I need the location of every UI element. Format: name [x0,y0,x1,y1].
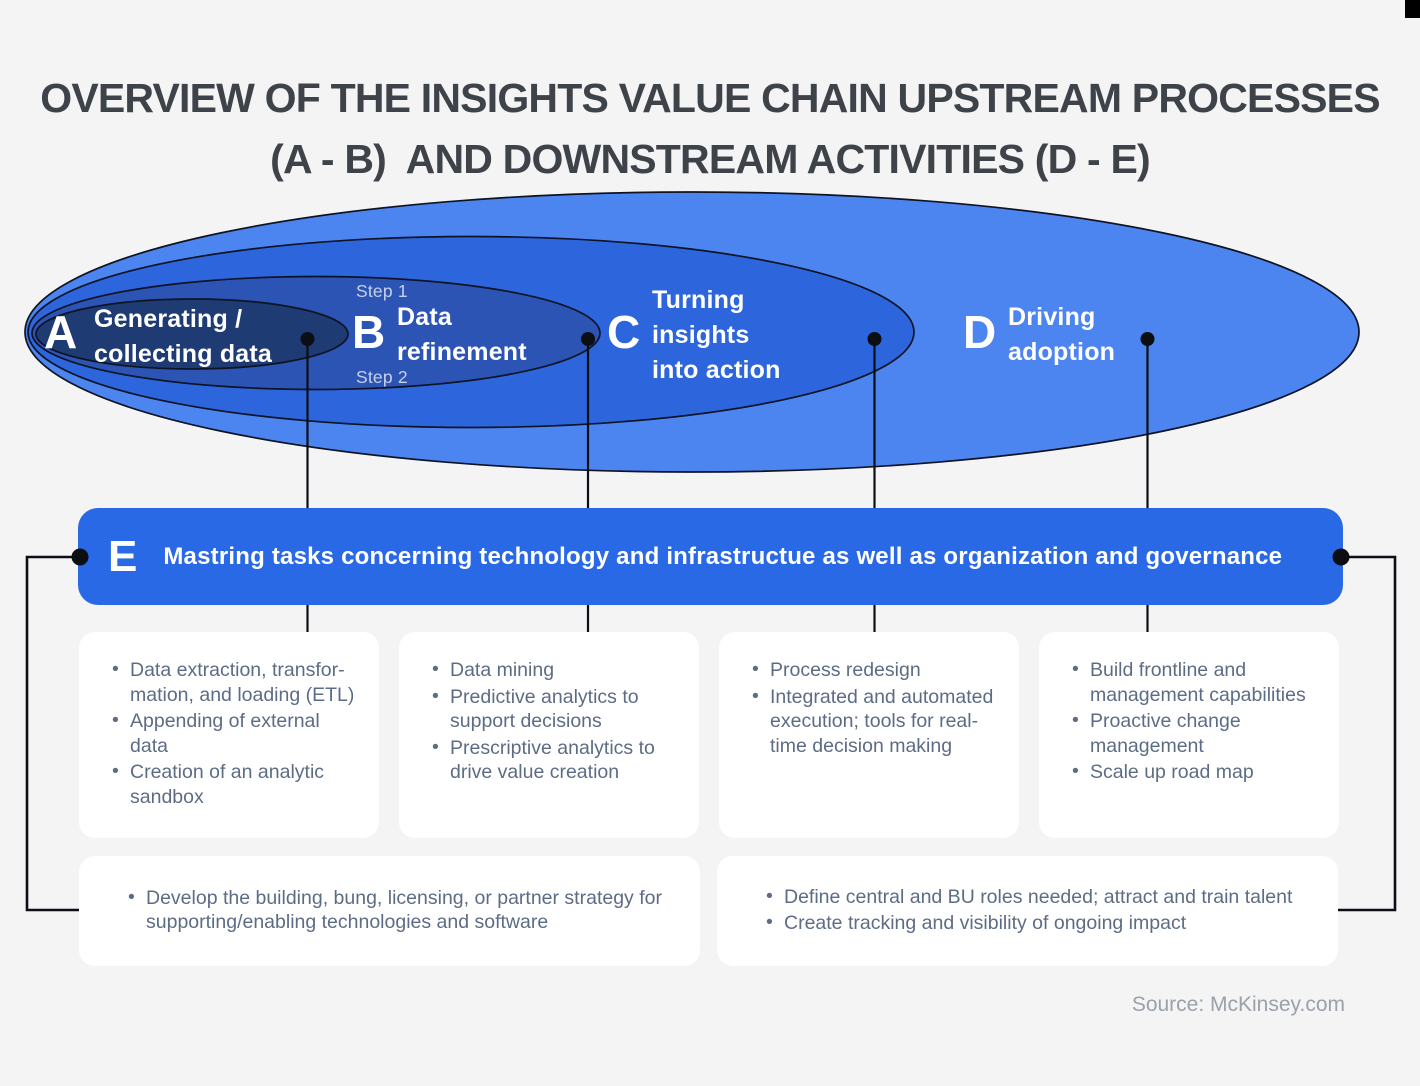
ring-letter-c: C [607,306,641,358]
ring-letter-a: A [44,306,78,358]
bullet-list: Build frontline and management capabilit… [1069,657,1321,785]
ring-letter-b: B [352,306,386,358]
bullet-item: Data extraction, transfor-mation, and lo… [109,657,361,707]
step-2-label: Step 2 [356,367,408,387]
bullet-list: Define central and BU roles needed; attr… [763,884,1292,938]
bullet-list: Data extraction, transfor-mation, and lo… [109,657,361,809]
ring-label-a: Generating / collecting data [94,305,273,368]
bullet-list: Develop the building, bung, licensing, o… [125,885,670,937]
ring-letter-d: D [963,306,997,358]
bullet-list: Process redesign Integrated and automate… [749,657,1001,759]
card-driving-adoption: Build frontline and management capabilit… [1039,632,1339,838]
bullet-item: Proactive change management [1069,708,1321,758]
card-generating-collecting: Data extraction, transfor-mation, and lo… [79,632,379,838]
bullet-list: Data mining Predictive analytics to supp… [429,657,681,785]
card-organization-governance: Define central and BU roles needed; attr… [717,856,1338,966]
ellipse-ring-a [35,298,349,370]
bullet-item: Predictive analytics to support decision… [429,684,681,734]
bullet-item: Develop the building, bung, licensing, o… [125,885,670,935]
bullet-item: Appending of external data [109,708,361,758]
bullet-item: Define central and BU roles needed; attr… [763,884,1292,910]
bullet-item: Creation of an analytic sandbox [109,759,361,809]
source-credit: Source: McKinsey.com [1131,993,1345,1016]
corner-artifact-mark [1405,0,1420,18]
bullet-item: Process redesign [749,657,1001,683]
bullet-item: Prescriptive analytics to drive value cr… [429,735,681,785]
connector-dot-d [1140,332,1155,346]
page-title: OVERVIEW OF THE INSIGHTS VALUE CHAIN UPS… [40,75,1380,182]
step-1-label: Step 1 [356,281,408,301]
connector-dot-a [300,332,315,346]
card-technology-strategy: Develop the building, bung, licensing, o… [79,856,700,966]
card-data-refinement: Data mining Predictive analytics to supp… [399,632,699,838]
connector-dot-b [581,332,595,346]
bullet-item: Scale up road map [1069,759,1321,785]
ring-label-d: Driving adoption [1008,303,1116,366]
bullet-item: Build frontline and management capabilit… [1069,657,1321,707]
mastering-tasks-banner: E Mastring tasks concerning technology a… [78,508,1343,605]
bullet-item: Create tracking and visibility of ongoin… [763,910,1292,936]
banner-letter-e: E [108,531,138,581]
card-insights-into-action: Process redesign Integrated and automate… [719,632,1019,838]
banner-text: Mastring tasks concerning technology and… [163,542,1283,570]
connector-dot-c [867,332,882,346]
ring-label-c: Turning insights into action [652,286,781,384]
ring-label-b: Data refinement [397,303,527,366]
bullet-item: Integrated and automated execution; tool… [749,684,1001,759]
bullet-item: Data mining [429,657,681,683]
